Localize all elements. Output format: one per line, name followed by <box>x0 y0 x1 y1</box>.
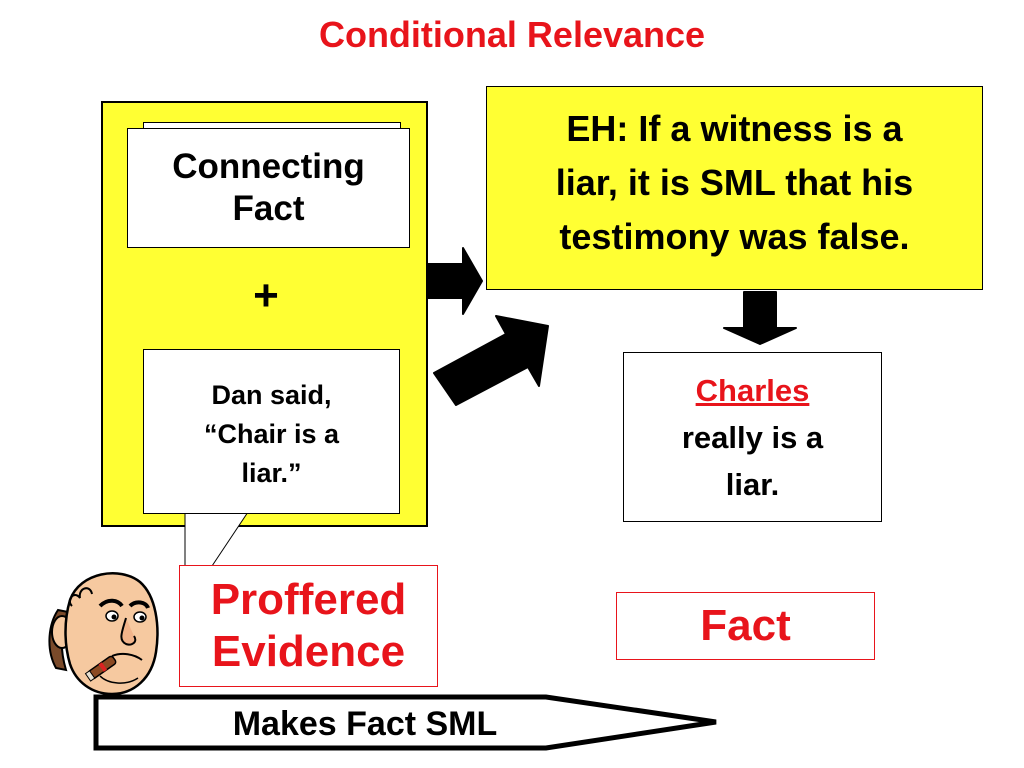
speech-line-3: liar.” <box>241 458 302 488</box>
proffered-line-1: Proffered <box>210 575 407 624</box>
fact-line-2: really is a <box>681 419 824 455</box>
arrow-down-icon <box>723 291 797 345</box>
fact-label: Fact <box>700 601 791 650</box>
eh-line-1: EH: If a witness is a <box>566 108 903 149</box>
arrow-right-icon <box>427 247 483 315</box>
speech-bubble: Dan said, “Chair is a liar.” <box>143 349 400 514</box>
eh-line-3: testimony was false. <box>559 216 910 257</box>
fact-line-3: liar. <box>725 466 780 502</box>
fact-statement-box: Charles really is a liar. <box>623 352 882 522</box>
eh-line-2: liar, it is SML that his <box>555 162 914 203</box>
charles-name: Charles <box>695 372 810 408</box>
speech-line-2: “Chair is a <box>203 419 340 449</box>
plus-sign: + <box>253 271 279 320</box>
cigar-man-icon <box>48 572 159 696</box>
speech-line-1: Dan said, <box>211 380 332 410</box>
makes-fact-sml-pointer <box>93 694 717 751</box>
slide-title: Conditional Relevance <box>318 14 706 55</box>
connecting-fact-card: Connecting Fact <box>127 128 410 248</box>
evidentiary-hypothesis-box: EH: If a witness is a liar, it is SML th… <box>486 86 983 290</box>
arrow-diagonal-icon <box>433 315 549 406</box>
makes-fact-sml-label: Makes Fact SML <box>232 704 498 743</box>
connecting-fact-label: Connecting Fact <box>172 147 365 228</box>
proffered-evidence-label: Proffered Evidence <box>179 565 438 687</box>
proffered-line-2: Evidence <box>211 627 406 676</box>
fact-label-box: Fact <box>616 592 875 660</box>
